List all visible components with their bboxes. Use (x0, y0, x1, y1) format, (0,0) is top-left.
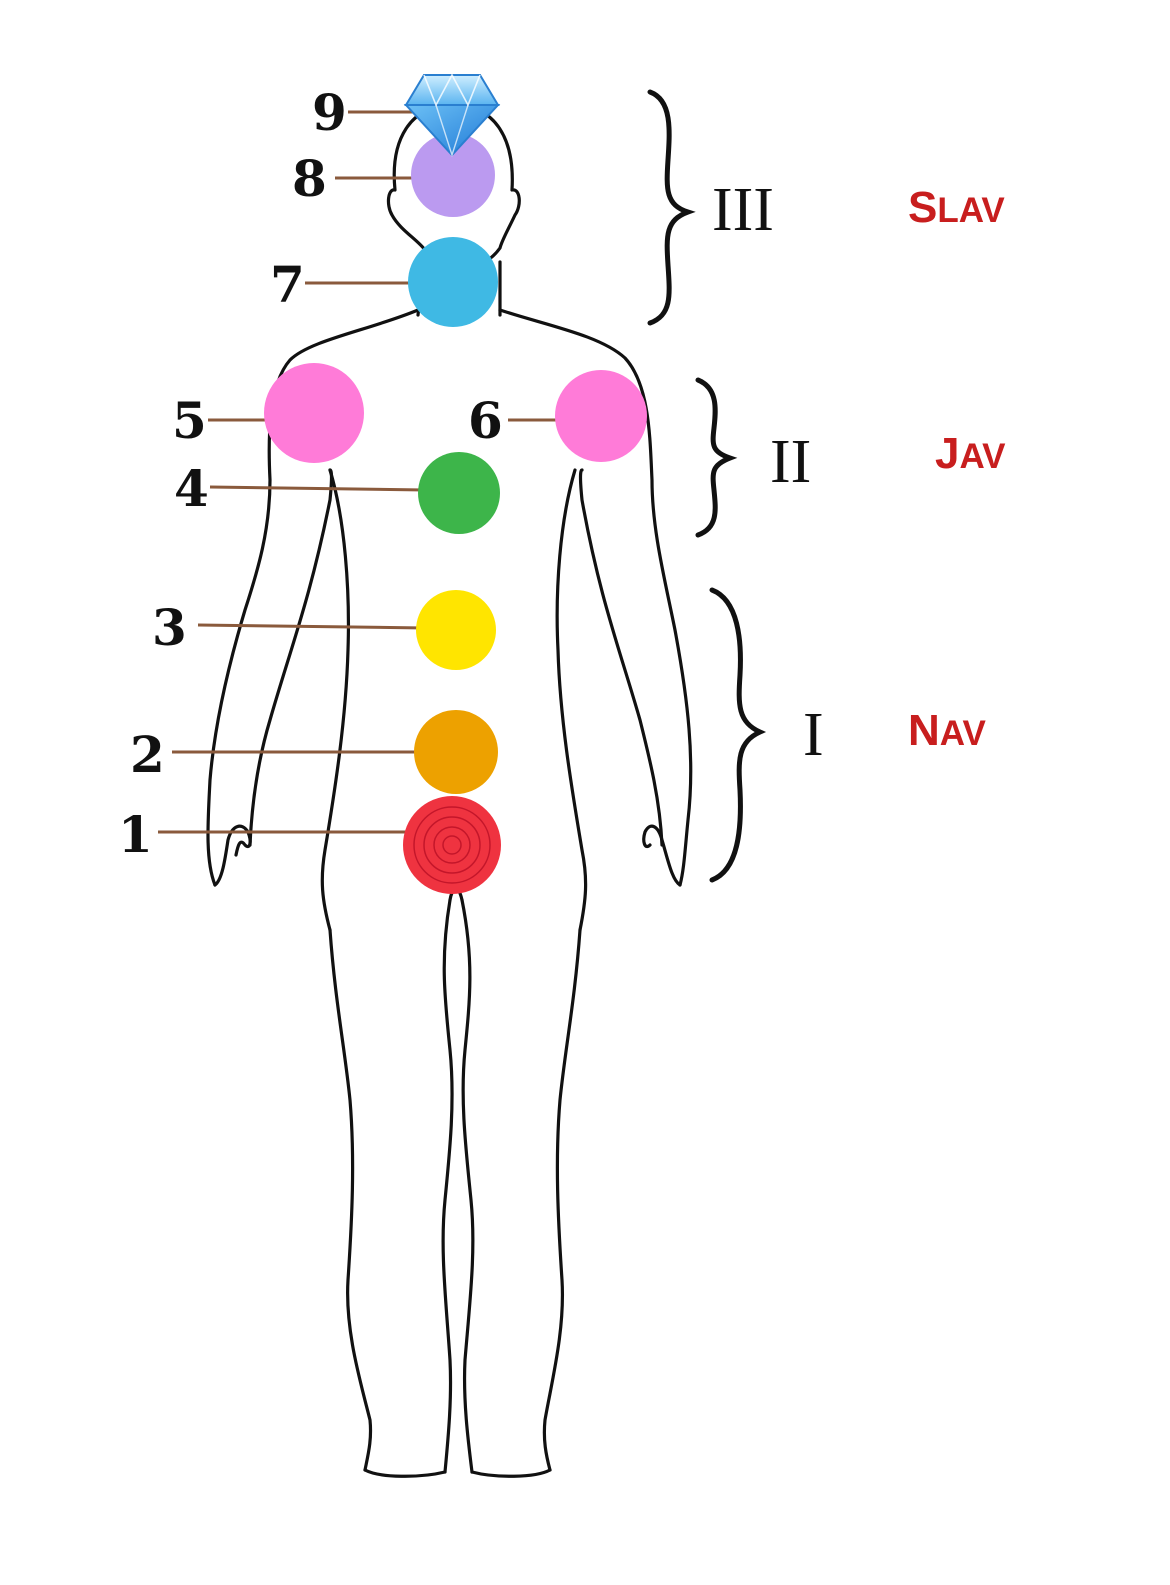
point-label-1: 1 (118, 805, 153, 864)
leader-line-4 (209, 485, 426, 492)
point-label-3: 3 (152, 598, 187, 657)
human-figure-outline (206, 103, 693, 1478)
group-roman-II: II (770, 428, 811, 496)
brace-group-III (647, 89, 696, 326)
point-label-4: 4 (174, 459, 209, 518)
energy-points (264, 73, 647, 894)
realm-name-jav: JAV (935, 429, 1006, 478)
leader-line-3 (197, 623, 426, 630)
point-8-circle (411, 133, 495, 217)
point-label-9: 9 (312, 83, 347, 142)
point-label-6: 6 (468, 391, 503, 450)
point-numbers: 9 8 7 5 6 4 3 2 1 (118, 83, 503, 864)
point-label-5: 5 (172, 391, 207, 450)
point-5-circle (264, 363, 364, 463)
leader-lines (158, 110, 560, 834)
point-3-circle (416, 590, 496, 670)
group-braces (647, 89, 767, 883)
point-7-circle (408, 237, 498, 327)
group-roman-numerals: III II I (712, 176, 824, 769)
brace-group-II (695, 377, 738, 538)
realm-name-nav: NAV (908, 706, 986, 755)
point-2-circle (414, 710, 498, 794)
realm-name-slav: SLAV (908, 183, 1005, 232)
diamond-icon (403, 73, 501, 158)
realm-names: SLAV JAV NAV (908, 183, 1006, 755)
group-roman-I: I (803, 701, 824, 769)
brace-group-I (709, 587, 767, 883)
point-label-2: 2 (130, 725, 165, 784)
point-1-spiral-circle (403, 796, 501, 894)
point-label-7: 7 (270, 255, 305, 314)
point-6-circle (555, 370, 647, 462)
group-roman-III: III (712, 176, 774, 244)
point-4-circle (418, 452, 500, 534)
point-label-8: 8 (292, 149, 327, 208)
